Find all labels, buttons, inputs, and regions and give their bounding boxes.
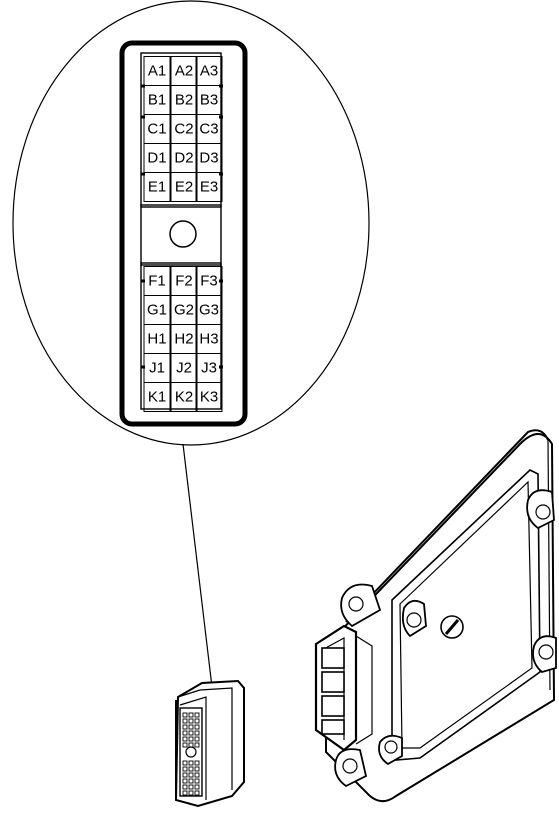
pin-label-h3: H3 <box>199 331 218 348</box>
pin-label-d2: D2 <box>174 150 193 167</box>
mounting-ear <box>378 734 403 766</box>
pin-cell <box>195 172 223 202</box>
pin-label-h1: H1 <box>147 331 166 348</box>
plug-pin-hole <box>182 730 188 736</box>
connector-plug <box>174 679 245 808</box>
pin-cell <box>170 382 198 412</box>
pin-label-j1: J1 <box>149 360 165 377</box>
pin-label-f2: F2 <box>175 273 193 290</box>
plug-pin-hole <box>194 724 200 730</box>
center-screw <box>440 615 464 639</box>
plug-pin-hole <box>188 790 194 796</box>
pin-cell <box>195 382 223 412</box>
pin-label-c2: C2 <box>174 121 193 138</box>
plug-pin-hole <box>188 712 194 718</box>
plug-pin-hole <box>194 742 200 748</box>
pin-label-k2: K2 <box>175 389 193 406</box>
ecu-connector-socket <box>314 624 373 752</box>
plug-pin-hole <box>194 730 200 736</box>
pin-label-e1: E1 <box>148 179 166 196</box>
pin-label-g1: G1 <box>147 302 167 319</box>
ecu-module <box>314 429 557 803</box>
mounting-ear <box>340 583 382 628</box>
plug-pin-hole <box>182 718 188 724</box>
plug-pin-hole <box>188 766 194 772</box>
plug-pin-hole <box>188 778 194 784</box>
plug-pin-hole <box>194 790 200 796</box>
pin-label-k3: K3 <box>200 389 218 406</box>
plug-pin-hole <box>194 760 200 766</box>
mounting-ear <box>526 489 555 530</box>
plug-pin-hole <box>188 730 194 736</box>
plug-pin-hole <box>194 712 200 718</box>
pin-label-j2: J2 <box>176 360 192 377</box>
pin-label-d3: D3 <box>199 150 218 167</box>
plug-pin-hole <box>182 790 188 796</box>
plug-pin-hole <box>182 766 188 772</box>
pin-label-j3: J3 <box>201 360 217 377</box>
pin-label-f1: F1 <box>148 273 166 290</box>
pin-label-b1: B1 <box>148 92 166 109</box>
pin-label-g2: G2 <box>174 302 194 319</box>
plug-pin-hole <box>182 784 188 790</box>
pin-label-a1: A1 <box>148 63 166 80</box>
plug-pin-hole <box>194 736 200 742</box>
pin-cell <box>143 382 171 412</box>
pin-label-e2: E2 <box>175 179 193 196</box>
polarizing-hole <box>169 220 197 248</box>
plug-pin-hole <box>194 772 200 778</box>
plug-center-hole <box>185 746 197 758</box>
plug-pin-hole <box>182 712 188 718</box>
mounting-ear <box>334 748 368 788</box>
plug-pin-hole <box>188 724 194 730</box>
plug-pin-hole <box>182 742 188 748</box>
pin-label-c3: C3 <box>199 121 218 138</box>
plug-pin-hole <box>194 778 200 784</box>
plug-pin-hole <box>188 736 194 742</box>
pin-label-c1: C1 <box>147 121 166 138</box>
plug-pin-hole <box>194 766 200 772</box>
plug-pin-hole <box>182 724 188 730</box>
pin-label-a2: A2 <box>175 63 193 80</box>
pin-label-g3: G3 <box>199 302 219 319</box>
leader-line <box>182 443 213 688</box>
plug-pin-hole <box>182 772 188 778</box>
mounting-ear <box>401 599 427 638</box>
pin-label-a3: A3 <box>200 63 218 80</box>
plug-pin-hole <box>194 784 200 790</box>
pin-label-b2: B2 <box>175 92 193 109</box>
pin-label-b3: B3 <box>200 92 218 109</box>
plug-pin-hole <box>188 718 194 724</box>
plug-pin-hole <box>182 778 188 784</box>
pin-label-f3: F3 <box>200 273 218 290</box>
plug-pin-hole <box>188 772 194 778</box>
plug-pin-hole <box>194 718 200 724</box>
pin-label-d1: D1 <box>147 150 166 167</box>
plug-pin-hole <box>182 760 188 766</box>
pin-label-h2: H2 <box>174 331 193 348</box>
pin-label-e3: E3 <box>200 179 218 196</box>
mounting-ear <box>532 635 557 673</box>
pin-label-k1: K1 <box>148 389 166 406</box>
plug-pin-hole <box>188 760 194 766</box>
pin-cell <box>170 172 198 202</box>
plug-pin-hole <box>188 784 194 790</box>
pin-cell <box>143 172 171 202</box>
plug-pin-hole <box>182 736 188 742</box>
magnified-view-circle <box>12 0 370 446</box>
